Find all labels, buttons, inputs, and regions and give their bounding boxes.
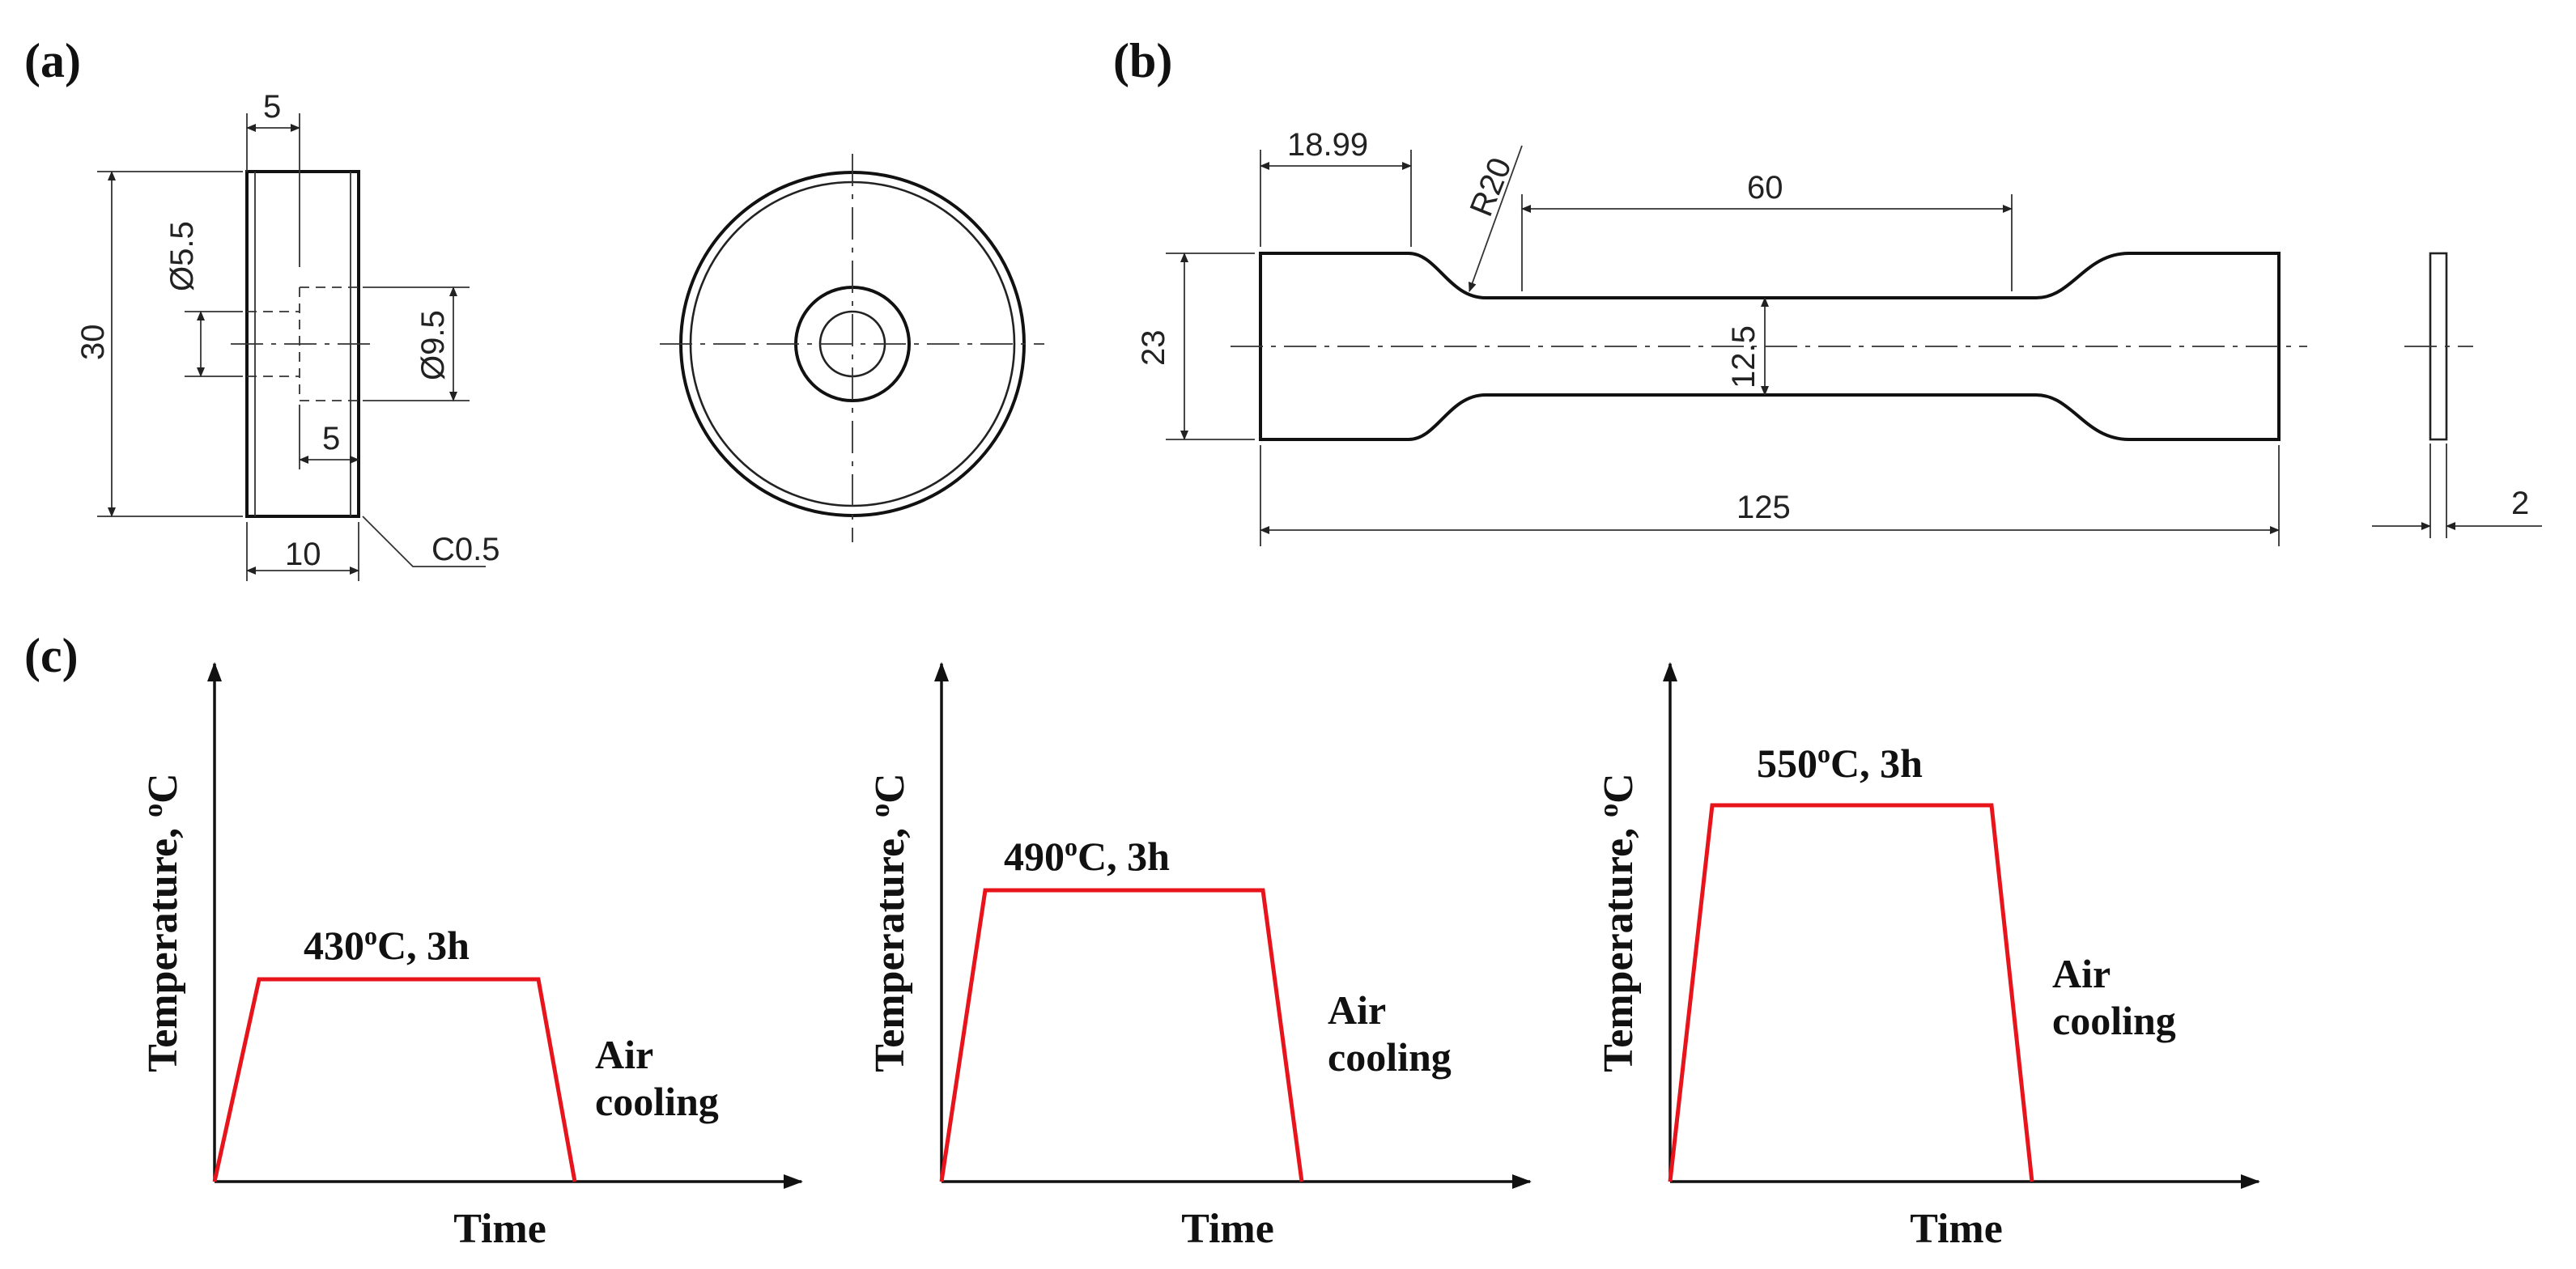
- tensile-dimensions: 18.99 R20 60 23 12.5 125: [1136, 127, 2280, 546]
- panel-label-b: (b): [1113, 34, 1172, 87]
- temperature-profile-line: [1668, 803, 2034, 1182]
- dim-bottom-width: 10: [285, 537, 321, 572]
- dim-gauge-length: 60: [1747, 170, 1783, 206]
- y-axis-label: Temperature, oC: [865, 773, 914, 1072]
- disk-side-dimensions: 5 30 Ø5.5 Ø9.5 5 10 C0.5: [75, 89, 500, 581]
- cooling-label-line2: cooling: [1328, 1034, 1452, 1080]
- disk-front-view: [660, 154, 1044, 542]
- dim-counterbore-depth: 5: [322, 421, 340, 456]
- temperature-profile-line: [939, 888, 1304, 1182]
- dim-total-length: 125: [1736, 490, 1791, 525]
- dim-shoulder: 18.99: [1287, 127, 1368, 163]
- cooling-label-line1: Air: [595, 1032, 653, 1077]
- panel-label-a: (a): [24, 34, 81, 87]
- dim-large-dia: Ø9.5: [415, 310, 451, 380]
- cooling-label-line2: cooling: [595, 1079, 719, 1124]
- tensile-specimen: [1231, 252, 2307, 441]
- x-axis-label: Time: [1181, 1206, 1274, 1252]
- dim-height: 30: [75, 325, 111, 361]
- hold-label: 490oC, 3h: [1004, 832, 1170, 879]
- dim-gauge-width: 12.5: [1726, 325, 1762, 388]
- dim-top-width: 5: [263, 89, 281, 125]
- dim-chamfer: C0.5: [431, 532, 500, 567]
- temperature-profile-line: [212, 977, 577, 1182]
- disk-side-view: [231, 170, 376, 518]
- panel-label-c: (c): [24, 629, 79, 682]
- y-axis-label: Temperature, oC: [1594, 773, 1643, 1072]
- cooling-label-line1: Air: [1328, 987, 1386, 1033]
- hold-label: 550oC, 3h: [1757, 739, 1923, 786]
- x-axis-label: Time: [1910, 1206, 2003, 1252]
- cooling-label-line1: Air: [2052, 951, 2111, 996]
- dim-width: 23: [1136, 330, 1171, 367]
- x-axis-label: Time: [453, 1206, 546, 1252]
- dim-thickness: 2: [2511, 486, 2529, 521]
- dim-small-dia: Ø5.5: [164, 221, 200, 291]
- y-axis-label: Temperature, oC: [138, 773, 187, 1072]
- hold-label: 430oC, 3h: [304, 921, 470, 968]
- specimen-edge-view: 2: [2372, 252, 2542, 538]
- dim-radius: R20: [1464, 153, 1519, 222]
- cooling-label-line2: cooling: [2052, 998, 2176, 1043]
